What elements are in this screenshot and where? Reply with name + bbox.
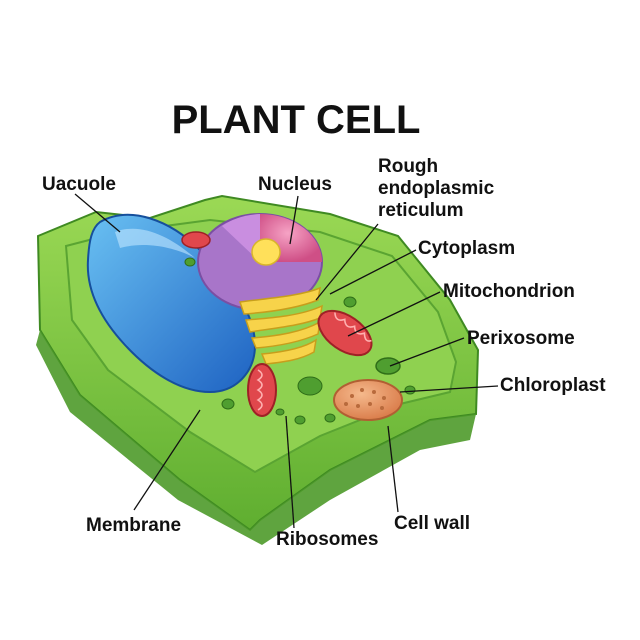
mitochondrion-2 xyxy=(247,363,277,417)
label-cytoplasm: Cytoplasm xyxy=(418,238,515,259)
label-rer-line1: Rough xyxy=(378,156,438,177)
diagram-title: PLANT CELL xyxy=(172,98,421,142)
label-rer-line2: endoplasmic xyxy=(378,178,495,199)
leader-lines xyxy=(74,193,499,529)
ribosome-dots xyxy=(184,257,416,425)
label-ribosomes: Ribosomes xyxy=(276,529,378,550)
rough-er xyxy=(239,286,323,365)
chloroplast xyxy=(333,379,403,421)
label-chloroplast: Chloroplast xyxy=(500,375,606,396)
nucleus xyxy=(197,213,323,311)
mitochondrion-1 xyxy=(317,309,373,357)
labels: Uacuole Nucleus Rough endoplasmic reticu… xyxy=(42,156,606,550)
label-peroxisome: Perixosome xyxy=(467,328,575,349)
label-nucleus: Nucleus xyxy=(258,174,332,195)
peroxisome xyxy=(375,357,401,375)
label-mitochondrion: Mitochondrion xyxy=(443,281,575,302)
label-cell-wall: Cell wall xyxy=(394,513,470,534)
label-rer-line3: reticulum xyxy=(378,200,464,221)
label-membrane: Membrane xyxy=(86,515,181,536)
cell-wall-face xyxy=(36,330,476,545)
label-vacuole: Uacuole xyxy=(42,174,116,195)
mitochondrion-3 xyxy=(181,231,211,249)
